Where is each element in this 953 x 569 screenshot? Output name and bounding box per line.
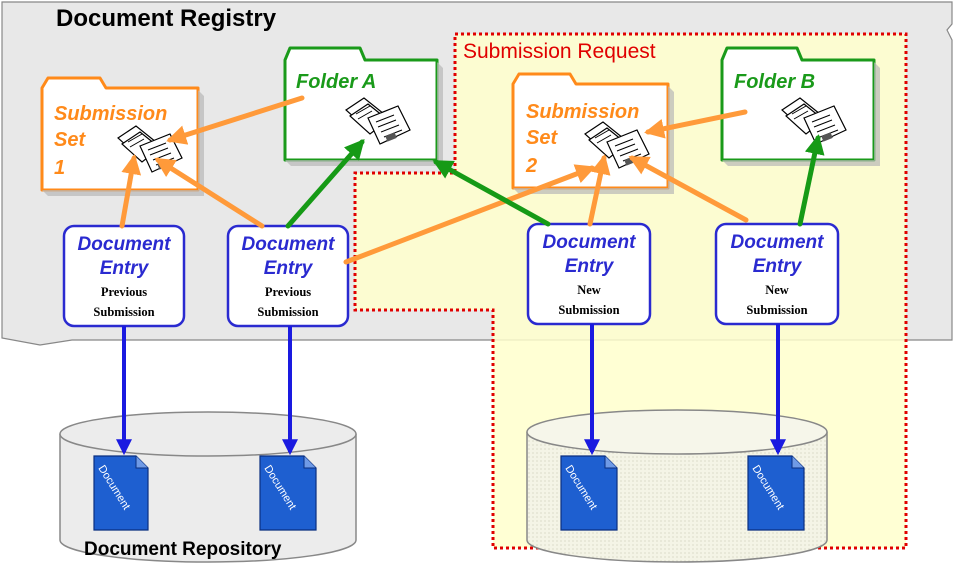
entry-3-line3: New xyxy=(577,283,601,297)
folder-b[interactable]: Folder B xyxy=(720,46,880,166)
entry-3-line1: Document xyxy=(543,232,637,253)
submission-set-arrows xyxy=(119,95,749,265)
submission-set-1-line2: Set xyxy=(54,129,86,151)
arrow-entry-2-to-folder-a xyxy=(285,138,365,229)
entry-3-line4: Submission xyxy=(558,303,619,317)
repository-title: Document Repository xyxy=(84,539,282,560)
arrow-entry-3-to-set-2 xyxy=(587,154,611,227)
arrow-folder-a-to-set-1 xyxy=(166,95,305,145)
submission-request-label: Submission Request xyxy=(463,40,656,63)
entry-3-line2: Entry xyxy=(565,256,615,277)
submission-set-2-line2: Set xyxy=(526,127,558,149)
arrow-entry-4-to-folder-b xyxy=(797,134,825,227)
document-entry-2[interactable]: Document Entry Previous Submission xyxy=(226,224,350,328)
arrow-folder-b-to-set-2 xyxy=(644,109,748,139)
submission-set-2-line1: Submission xyxy=(526,101,639,123)
arrow-entry-1-to-set-1 xyxy=(119,154,142,229)
entry-1-line4: Submission xyxy=(93,305,154,319)
entry-4-line2: Entry xyxy=(753,256,803,277)
document-entry-1[interactable]: Document Entry Previous Submission xyxy=(62,224,186,328)
arrow-entry-4-to-set-2 xyxy=(628,155,749,223)
entry-1-line3: Previous xyxy=(101,285,147,299)
submission-set-1-line3: 1 xyxy=(54,157,65,179)
entry-2-line4: Submission xyxy=(257,305,318,319)
entry-1-line1: Document xyxy=(78,234,172,255)
arrow-entry-2-to-set-2 xyxy=(343,164,596,265)
submission-set-2-line3: 2 xyxy=(525,155,537,177)
folder-arrows xyxy=(285,134,825,229)
registry-title: Document Registry xyxy=(56,5,277,32)
entry-1-line2: Entry xyxy=(100,258,150,279)
document-1: Document xyxy=(93,455,149,531)
repository-arrows xyxy=(116,324,786,456)
folder-a-label: Folder A xyxy=(296,71,376,93)
document-2: Document xyxy=(259,455,317,531)
entry-2-line1: Document xyxy=(242,234,336,255)
entry-4-line3: New xyxy=(765,283,789,297)
folder-a[interactable]: Folder A xyxy=(283,46,443,166)
document-entry-4[interactable]: Document Entry New Submission xyxy=(714,222,840,326)
folder-b-label: Folder B xyxy=(734,71,815,93)
entry-2-line2: Entry xyxy=(264,258,314,279)
document-3: Document xyxy=(560,455,618,531)
document-entry-3[interactable]: Document Entry New Submission xyxy=(526,222,652,326)
entry-4-line1: Document xyxy=(731,232,825,253)
entry-4-line4: Submission xyxy=(746,303,807,317)
document-4: Document xyxy=(747,455,805,531)
arrow-entry-2-to-set-1 xyxy=(154,157,265,229)
entry-2-line3: Previous xyxy=(265,285,311,299)
arrow-entry-3-to-folder-a xyxy=(432,159,551,227)
submission-set-1-line1: Submission xyxy=(54,103,167,125)
